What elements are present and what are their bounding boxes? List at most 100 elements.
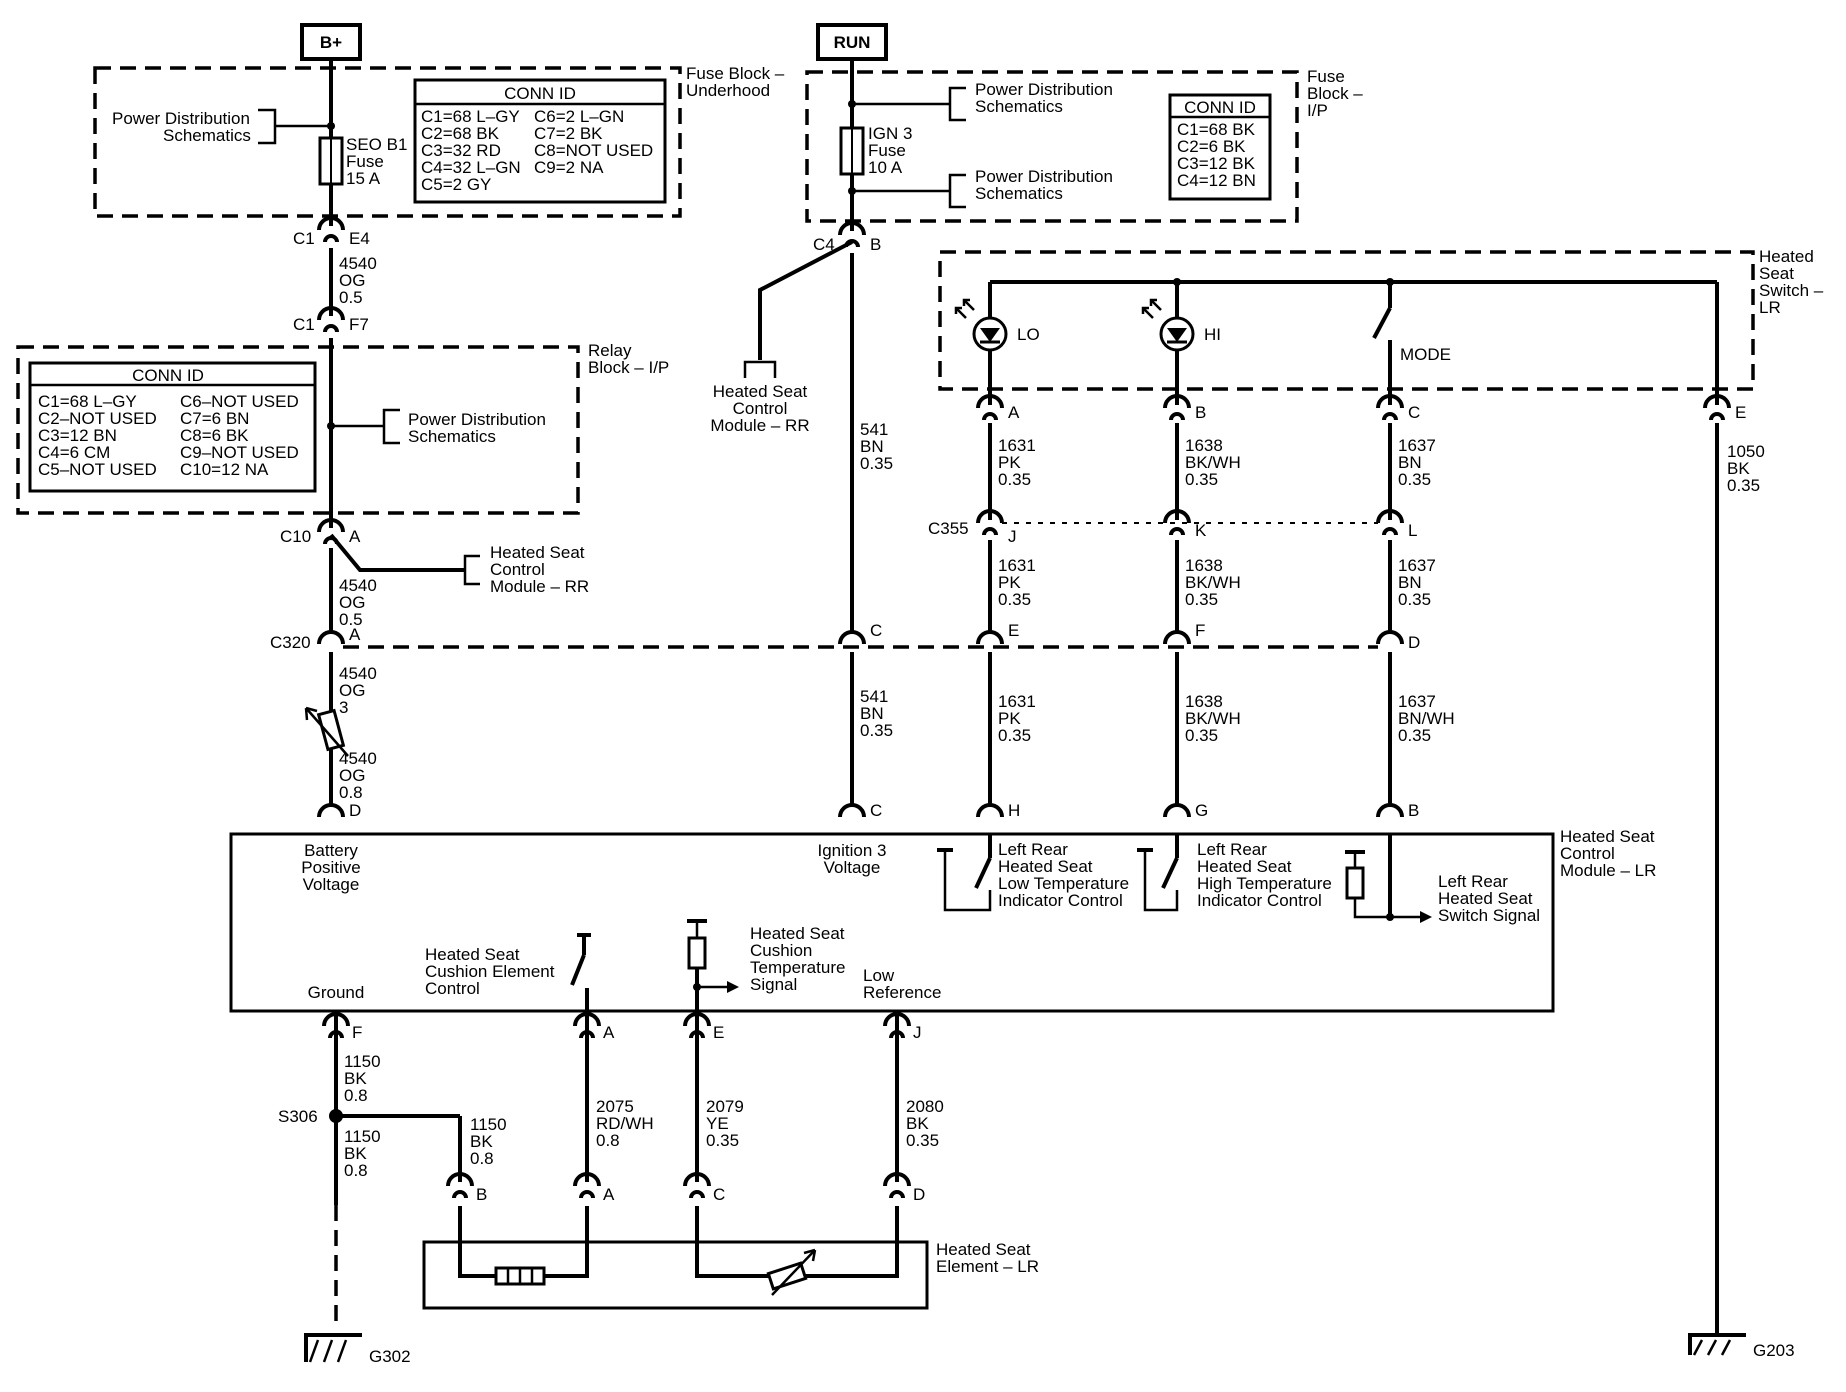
- svg-text:Power Distribution: Power Distribution: [975, 80, 1113, 99]
- svg-text:Underhood: Underhood: [686, 81, 770, 100]
- svg-text:Voltage: Voltage: [303, 875, 360, 894]
- svg-text:0.8: 0.8: [596, 1131, 620, 1150]
- svg-text:0.35: 0.35: [1727, 476, 1760, 495]
- svg-text:Left Rear: Left Rear: [1197, 840, 1267, 859]
- svg-text:541: 541: [860, 687, 888, 706]
- svg-text:Ground: Ground: [308, 983, 365, 1002]
- svg-text:BK: BK: [470, 1132, 493, 1151]
- bplus-source: B+: [300, 23, 362, 61]
- temperature-signal-pullup-icon: [687, 919, 739, 1022]
- svg-text:B: B: [476, 1185, 487, 1204]
- svg-text:C4=12 BN: C4=12 BN: [1177, 171, 1256, 190]
- element-control-switch-icon: [570, 933, 591, 1022]
- svg-text:0.35: 0.35: [1185, 590, 1218, 609]
- svg-text:Control: Control: [425, 979, 480, 998]
- svg-text:Indicator Control: Indicator Control: [1197, 891, 1322, 910]
- svg-text:0.35: 0.35: [1398, 470, 1431, 489]
- fuse-seo-b1: [318, 136, 344, 186]
- svg-text:3: 3: [339, 698, 348, 717]
- svg-text:LR: LR: [1759, 298, 1781, 317]
- svg-text:C9=2 NA: C9=2 NA: [534, 158, 604, 177]
- svg-text:Schematics: Schematics: [975, 97, 1063, 116]
- svg-text:G302: G302: [369, 1347, 411, 1366]
- svg-text:C10=12 NA: C10=12 NA: [180, 460, 269, 479]
- svg-text:LO: LO: [1017, 325, 1040, 344]
- svg-text:Low Temperature: Low Temperature: [998, 874, 1129, 893]
- svg-text:C8=NOT USED: C8=NOT USED: [534, 141, 653, 160]
- svg-text:BK/WH: BK/WH: [1185, 709, 1241, 728]
- svg-text:C7=2 BK: C7=2 BK: [534, 124, 603, 143]
- svg-text:G203: G203: [1753, 1341, 1795, 1360]
- svg-text:BK: BK: [906, 1114, 929, 1133]
- svg-text:2075: 2075: [596, 1097, 634, 1116]
- svg-text:1631: 1631: [998, 436, 1036, 455]
- svg-text:0.35: 0.35: [906, 1131, 939, 1150]
- svg-text:SEO B1: SEO B1: [346, 135, 407, 154]
- svg-text:Fuse: Fuse: [868, 141, 906, 160]
- svg-text:Heated Seat: Heated Seat: [425, 945, 520, 964]
- svg-text:1638: 1638: [1185, 692, 1223, 711]
- svg-text:C2=6 BK: C2=6 BK: [1177, 137, 1246, 156]
- svg-text:0.35: 0.35: [860, 721, 893, 740]
- svg-text:A: A: [603, 1185, 615, 1204]
- svg-text:CONN ID: CONN ID: [132, 366, 204, 385]
- svg-text:J: J: [1008, 527, 1017, 546]
- svg-text:C2=68 BK: C2=68 BK: [421, 124, 500, 143]
- svg-text:BN/WH: BN/WH: [1398, 709, 1455, 728]
- svg-text:Switch Signal: Switch Signal: [1438, 906, 1540, 925]
- svg-text:C: C: [1408, 403, 1420, 422]
- svg-text:L: L: [1408, 521, 1417, 540]
- svg-text:C355: C355: [928, 519, 969, 538]
- svg-text:Cushion Element: Cushion Element: [425, 962, 555, 981]
- svg-text:C320: C320: [270, 633, 311, 652]
- svg-text:OG: OG: [339, 681, 365, 700]
- svg-text:PK: PK: [998, 453, 1021, 472]
- svg-text:OG: OG: [339, 271, 365, 290]
- svg-text:1150: 1150: [470, 1115, 507, 1134]
- svg-text:C9–NOT USED: C9–NOT USED: [180, 443, 299, 462]
- svg-text:IGN 3: IGN 3: [868, 124, 912, 143]
- hi-indicator-switch-icon: [1137, 834, 1179, 912]
- svg-text:C4=6 CM: C4=6 CM: [38, 443, 110, 462]
- svg-text:MODE: MODE: [1400, 345, 1451, 364]
- svg-text:Low: Low: [863, 966, 895, 985]
- fuse-block-ip: Fuse Block – I/P Power Distribution Sche…: [805, 67, 1363, 223]
- svg-text:Heated Seat: Heated Seat: [713, 382, 808, 401]
- svg-text:Fuse Block –: Fuse Block –: [686, 64, 785, 83]
- svg-text:Reference: Reference: [863, 983, 941, 1002]
- svg-text:0.35: 0.35: [860, 454, 893, 473]
- svg-text:Battery: Battery: [304, 841, 358, 860]
- svg-text:J: J: [913, 1023, 922, 1042]
- svg-text:Power Distribution: Power Distribution: [408, 410, 546, 429]
- svg-text:1637: 1637: [1398, 692, 1436, 711]
- svg-text:Heated Seat: Heated Seat: [1560, 827, 1655, 846]
- svg-text:A: A: [603, 1023, 615, 1042]
- svg-text:BK/WH: BK/WH: [1185, 453, 1241, 472]
- svg-text:Heated: Heated: [1759, 247, 1814, 266]
- svg-text:C2–NOT USED: C2–NOT USED: [38, 409, 157, 428]
- svg-text:E: E: [1008, 621, 1019, 640]
- svg-text:C5=2 GY: C5=2 GY: [421, 175, 491, 194]
- conn-id-table-ip: CONN ID C1=68 BK C2=6 BK C3=12 BK C4=12 …: [1168, 93, 1272, 201]
- svg-text:1638: 1638: [1185, 436, 1223, 455]
- fuse-ign3: [839, 126, 865, 176]
- svg-text:Signal: Signal: [750, 975, 797, 994]
- svg-text:0.8: 0.8: [470, 1149, 494, 1168]
- svg-text:0.35: 0.35: [706, 1131, 739, 1150]
- svg-text:0.8: 0.8: [344, 1161, 368, 1180]
- svg-text:D: D: [349, 801, 361, 820]
- svg-text:C3=32 RD: C3=32 RD: [421, 141, 501, 160]
- mode-switch-icon: [1372, 282, 1392, 405]
- svg-text:Element – LR: Element – LR: [936, 1257, 1039, 1276]
- svg-text:CONN ID: CONN ID: [1184, 98, 1256, 117]
- svg-text:1050: 1050: [1727, 442, 1765, 461]
- svg-text:C4=32 L–GN: C4=32 L–GN: [421, 158, 521, 177]
- svg-text:0.35: 0.35: [998, 590, 1031, 609]
- svg-text:C4: C4: [813, 235, 835, 254]
- svg-text:C8=6 BK: C8=6 BK: [180, 426, 249, 445]
- svg-text:Cushion: Cushion: [750, 941, 812, 960]
- svg-text:Module – LR: Module – LR: [1560, 861, 1656, 880]
- svg-text:BN: BN: [1398, 453, 1422, 472]
- svg-text:PK: PK: [998, 709, 1021, 728]
- svg-text:B: B: [870, 235, 881, 254]
